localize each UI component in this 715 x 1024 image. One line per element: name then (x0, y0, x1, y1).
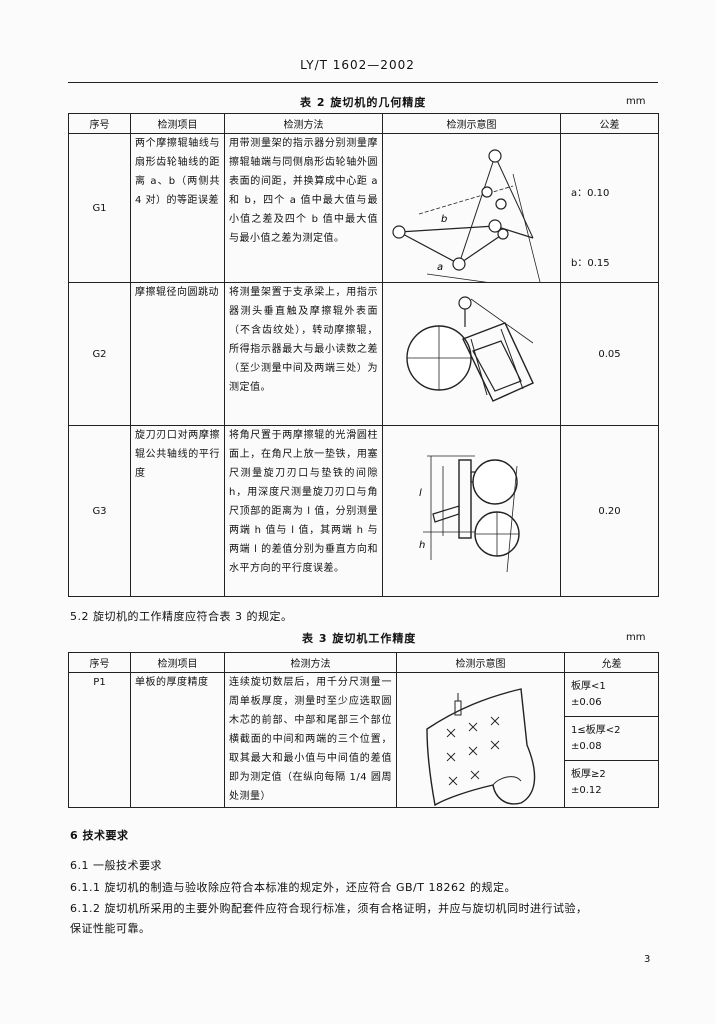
tolerance-value: ±0.06 (571, 697, 602, 708)
table2-header-row: 序号 检测项目 检测方法 检测示意图 公差 (68, 113, 659, 134)
table-row: G3 旋刀刃口对两摩擦辊公共轴线的平行度 将角尺置于两摩擦辊的光滑圆柱面上，在角… (68, 425, 659, 597)
section-6-title: 6 技术要求 (70, 829, 129, 842)
table3-caption: 表 3 旋切机工作精度 (302, 632, 417, 645)
table3-header-row: 序号 检测项目 检测方法 检测示意图 允差 (68, 652, 659, 673)
table3: 序号 检测项目 检测方法 检测示意图 允差 P1 单板的厚度精度 连续旋切数层后… (68, 652, 659, 808)
label-l: l (419, 488, 422, 499)
col-header: 检测示意图 (382, 113, 561, 134)
row-id: G3 (68, 425, 131, 597)
table2-unit: mm (626, 96, 646, 107)
tolerance: 0.05 (560, 282, 659, 426)
tolerance-condition: 1≤板厚<2 (571, 725, 621, 736)
col-header: 公差 (560, 113, 659, 134)
page-number: 3 (644, 954, 651, 965)
label-h: h (419, 540, 425, 551)
tolerance-group: 板厚≥2 ±0.12 (565, 761, 658, 805)
section-6-1-2-cont: 保证性能可靠。 (70, 922, 151, 935)
check-method: 用带测量架的指示器分别测量摩擦辊轴端与同侧扇形齿轮轴外圆表面的间距，并换算成中心… (229, 138, 378, 244)
row-id: G1 (68, 133, 131, 283)
col-header: 检测项目 (130, 113, 225, 134)
section-6-1-2: 6.1.2 旋切机所采用的主要外购配套件应符合现行标准，须有合格证明，并应与旋切… (70, 902, 588, 915)
col-header: 序号 (68, 113, 131, 134)
label-a: a (437, 262, 443, 273)
header-rule (68, 82, 658, 83)
tolerance-group: 板厚<1 ±0.06 (565, 673, 658, 717)
g1-diagram: b a (392, 149, 541, 282)
check-method: 连续旋切数层后，用千分尺测量一周单板厚度，测量时至少应选取圆木芯的前部、中部和尾… (229, 677, 392, 802)
tolerance-a: a：0.10 (571, 188, 610, 199)
g2-diagram (406, 296, 534, 402)
check-item: 单板的厚度精度 (135, 677, 209, 688)
table2: 序号 检测项目 检测方法 检测示意图 公差 G1 两个摩擦辊轴线与扇形齿轮轴线的… (68, 113, 659, 597)
row-id: G2 (68, 282, 131, 426)
label-b: b (441, 214, 447, 225)
p1-diagram (426, 688, 536, 807)
section-6-1-1: 6.1.1 旋切机的制造与验收除应符合本标准的规定外，还应符合 GB/T 182… (70, 881, 516, 894)
col-header: 检测方法 (224, 113, 383, 134)
check-item: 摩擦辊径向圆跳动 (135, 287, 219, 298)
table2-caption: 表 2 旋切机的几何精度 (300, 96, 427, 109)
col-header: 检测示意图 (396, 652, 565, 673)
check-item: 两个摩擦辊轴线与扇形齿轮轴线的距离 a、b（两侧共 4 对）的等距误差 (135, 138, 220, 206)
check-method: 将测量架置于支承梁上，用指示器测头垂直触及摩擦辊外表面（不含齿纹处），转动摩擦辊… (229, 287, 378, 393)
g3-diagram: l h (419, 455, 520, 573)
tolerance-value: ±0.08 (571, 741, 602, 752)
tolerance-group: 1≤板厚<2 ±0.08 (565, 717, 658, 761)
check-item: 旋刀刃口对两摩擦辊公共轴线的平行度 (135, 430, 220, 479)
table-row: G1 两个摩擦辊轴线与扇形齿轮轴线的距离 a、b（两侧共 4 对）的等距误差 用… (68, 133, 659, 283)
tolerance-value: ±0.12 (571, 785, 602, 796)
table-row: P1 单板的厚度精度 连续旋切数层后，用千分尺测量一周单板厚度，测量时至少应选取… (68, 672, 659, 808)
tolerance-condition: 板厚≥2 (571, 769, 606, 780)
col-header: 检测项目 (130, 652, 225, 673)
col-header: 序号 (68, 652, 131, 673)
col-header: 检测方法 (224, 652, 397, 673)
tolerance-b: b：0.15 (571, 258, 610, 269)
col-header: 允差 (564, 652, 659, 673)
tolerance-condition: 板厚<1 (571, 681, 606, 692)
section-5-2: 5.2 旋切机的工作精度应符合表 3 的规定。 (70, 610, 293, 623)
row-id: P1 (68, 672, 131, 808)
table-row: G2 摩擦辊径向圆跳动 将测量架置于支承梁上，用指示器测头垂直触及摩擦辊外表面（… (68, 282, 659, 426)
tolerance: 0.20 (560, 425, 659, 597)
table3-unit: mm (626, 632, 646, 643)
check-method: 将角尺置于两摩擦辊的光滑圆柱面上，在角尺上放一垫铁，用塞尺测量旋刀刃口与垫铁的间… (229, 430, 378, 574)
standard-number: LY/T 1602—2002 (300, 58, 415, 72)
section-6-1: 6.1 一般技术要求 (70, 859, 162, 872)
